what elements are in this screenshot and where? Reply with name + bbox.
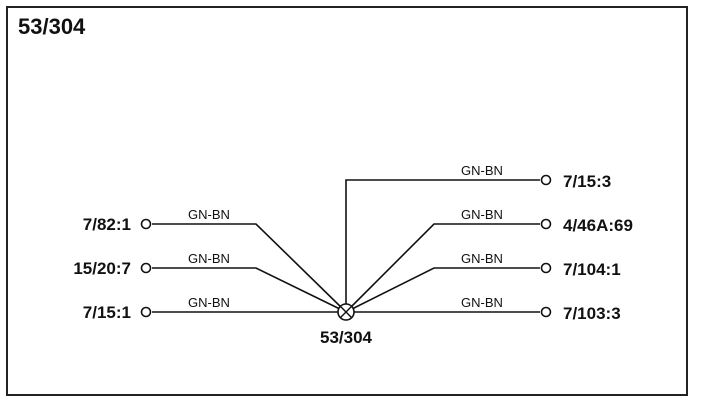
right-connection-2: 4/46A:69 GN-BN	[345, 207, 633, 313]
terminal-circle-icon	[540, 174, 552, 186]
splice-label: 53/304	[320, 328, 373, 347]
terminal-circle-icon	[140, 262, 152, 274]
pin-label: 7/104:1	[563, 260, 621, 279]
pin-label: 7/82:1	[83, 215, 131, 234]
splice-node: 53/304	[320, 303, 373, 347]
pin-label: 4/46A:69	[563, 216, 633, 235]
terminal-circle-icon	[540, 306, 552, 318]
right-connection-3: 7/104:1 GN-BN	[345, 251, 621, 313]
wire-line	[152, 223, 347, 313]
wire-color-label: GN-BN	[188, 207, 230, 222]
right-connection-4: 7/103:3 GN-BN	[346, 295, 621, 323]
pin-label: 7/15:3	[563, 172, 611, 191]
wire-line	[345, 267, 540, 313]
wire-color-label: GN-BN	[461, 207, 503, 222]
pin-label: 15/20:7	[73, 259, 131, 278]
wire-color-label: GN-BN	[461, 295, 503, 310]
wire-color-label: GN-BN	[461, 163, 503, 178]
terminal-circle-icon	[140, 218, 152, 230]
left-connection-2: 15/20:7 GN-BN	[73, 251, 347, 313]
wire-color-label: GN-BN	[188, 295, 230, 310]
wire-color-label: GN-BN	[461, 251, 503, 266]
terminal-circle-icon	[540, 262, 552, 274]
left-connection-3: 7/15:1 GN-BN	[83, 295, 346, 322]
diagram-title: 53/304	[18, 14, 86, 39]
right-connection-1: 7/15:3 GN-BN	[345, 163, 611, 312]
wire-line	[152, 267, 347, 313]
terminal-circle-icon	[140, 306, 152, 318]
wire-line	[345, 223, 540, 313]
wire-line	[345, 179, 540, 312]
left-connection-1: 7/82:1 GN-BN	[83, 207, 347, 313]
wire-color-label: GN-BN	[188, 251, 230, 266]
terminal-circle-icon	[540, 218, 552, 230]
diagram-frame	[6, 6, 688, 396]
pin-label: 7/103:3	[563, 304, 621, 323]
pin-label: 7/15:1	[83, 303, 131, 322]
